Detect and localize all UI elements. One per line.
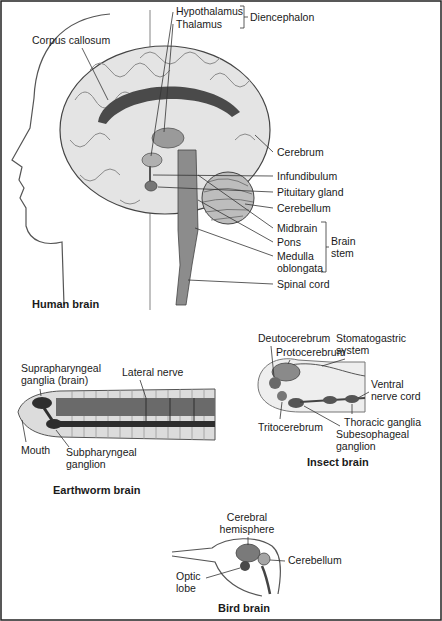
panel-caption: Earthworm brain xyxy=(53,484,140,496)
structure-label: Thoracic ganglia xyxy=(344,416,421,428)
earthworm-leaders xyxy=(22,380,146,447)
structure-label: Infundibulum xyxy=(277,170,337,182)
bird-head xyxy=(172,539,280,596)
structure-label: Cerebellum xyxy=(288,554,342,566)
structure-label: Corpus callosum xyxy=(32,34,110,46)
structure-label: Ventral nerve cord xyxy=(371,378,429,402)
structure-label: Diencephalon xyxy=(250,11,314,23)
structure-label: Tritocerebrum xyxy=(258,421,323,433)
structure-label: Deutocerebrum xyxy=(258,332,330,344)
structure-label: Cerebral hemisphere xyxy=(212,511,282,535)
structure-label: Cerebrum xyxy=(277,146,324,158)
panel-caption: Human brain xyxy=(32,298,99,310)
structure-label: Midbrain xyxy=(277,222,317,234)
earthworm xyxy=(18,389,215,440)
structure-label: Optic lobe xyxy=(176,570,210,594)
structure-label: Cerebellum xyxy=(277,202,331,214)
structure-label: Mouth xyxy=(21,444,50,456)
structure-label: Subpharyngeal ganglion xyxy=(66,446,148,470)
structure-label: Protocerebrum xyxy=(276,346,345,358)
structure-label: Medulla oblongata xyxy=(277,250,333,274)
structure-label: Brain stem xyxy=(331,235,369,259)
structure-label: Subesophageal ganglion xyxy=(336,428,420,452)
structure-label: Spinal cord xyxy=(277,278,330,290)
structure-label: Pituitary gland xyxy=(277,186,344,198)
panel-caption: Insect brain xyxy=(307,456,369,468)
structure-label: Suprapharyngeal ganglia (brain) xyxy=(21,362,111,386)
human-head xyxy=(12,10,270,310)
panel-caption: Bird brain xyxy=(218,602,270,614)
structure-label: Lateral nerve xyxy=(122,366,183,378)
structure-label: Hypothalamus xyxy=(176,5,243,17)
human-leaders xyxy=(82,6,329,284)
structure-label: Stomatogastric system xyxy=(336,332,418,356)
insect-head xyxy=(258,359,365,412)
insect-leaders xyxy=(271,346,369,426)
structure-label: Thalamus xyxy=(176,18,222,30)
bird-leaders xyxy=(206,537,285,578)
structure-label: Pons xyxy=(277,236,301,248)
